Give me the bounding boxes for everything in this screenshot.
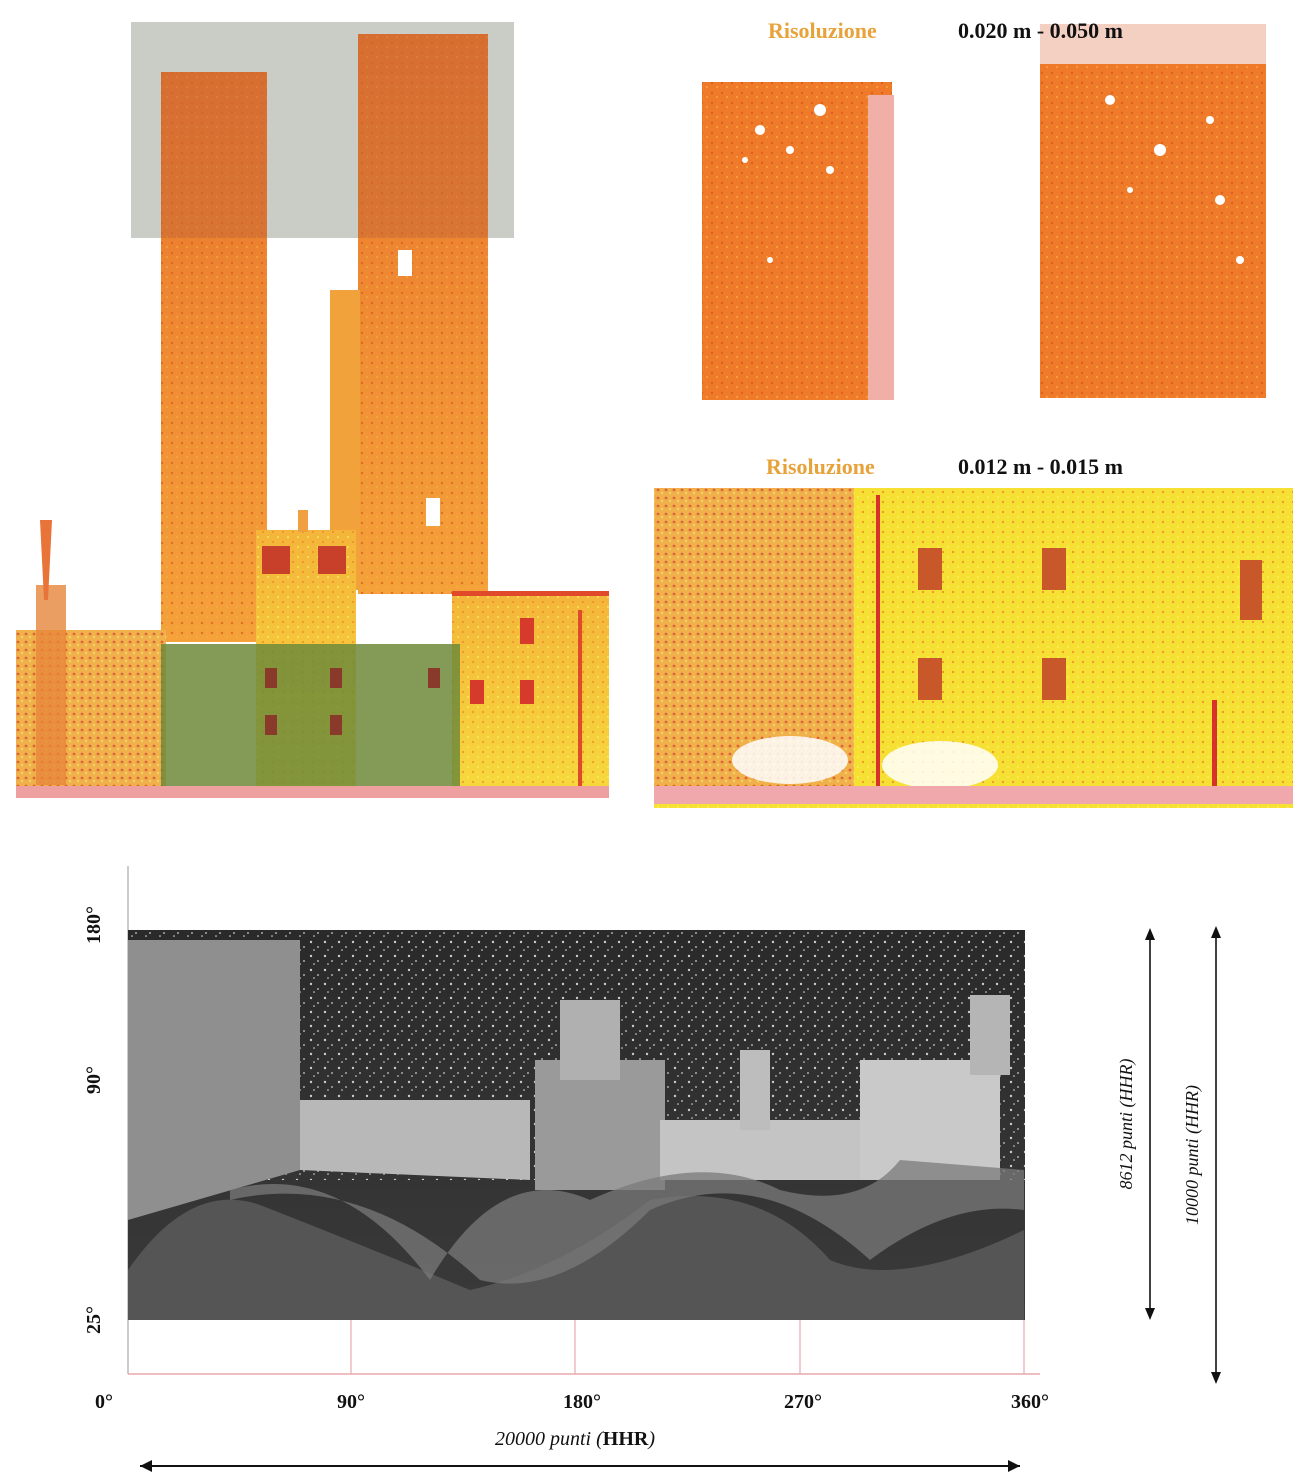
x-tick-0: 0°: [95, 1391, 113, 1413]
y-tick-25: 25°: [83, 1306, 105, 1334]
facade-point-cloud: [16, 22, 609, 798]
resolution-value-middle: 0.012 m - 0.015 m: [958, 454, 1123, 479]
resolution-value-top: 0.020 m - 0.050 m: [958, 18, 1123, 43]
y-tick-180: 180°: [83, 906, 105, 944]
panorama-grid: [127, 866, 1040, 1375]
x-caption: 20000 punti (HHR): [495, 1428, 655, 1450]
resolution-label-middle: Risoluzione: [766, 454, 875, 479]
x-tick-360: 360°: [1011, 1391, 1049, 1413]
ground-floor-detail: [654, 488, 1293, 808]
y-tick-90: 90°: [83, 1066, 105, 1094]
tower-tops-detail: [702, 24, 1266, 400]
right-caption-8612: 8612 punti (HHR): [1116, 1059, 1137, 1190]
detail-tree: [654, 488, 854, 788]
resolution-label-top: Risoluzione: [768, 18, 877, 43]
x-tick-90: 90°: [337, 1391, 365, 1413]
x-tick-270: 270°: [784, 1391, 822, 1413]
highlight-region-bottom: [161, 644, 460, 794]
right-caption-10000: 10000 punti (HHR): [1182, 1085, 1203, 1225]
x-tick-180: 180°: [563, 1391, 601, 1413]
